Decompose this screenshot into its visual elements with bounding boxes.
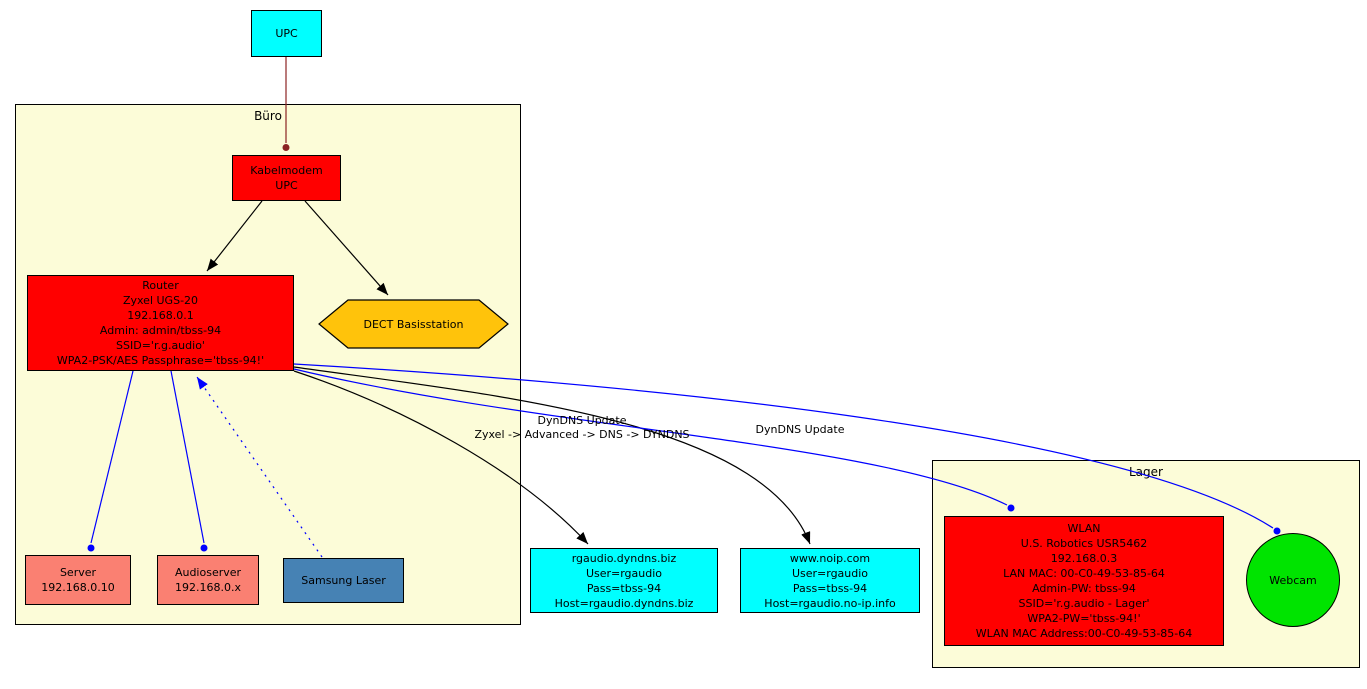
node-upc: UPC	[251, 10, 322, 57]
node-samsung-laser-label: Samsung Laser	[301, 574, 386, 587]
node-upc-label: UPC	[275, 27, 298, 40]
hexagon-shape	[318, 299, 509, 349]
edge-label-dyndns-update-noip: DynDNS Update	[755, 423, 845, 436]
node-dect-basisstation: DECT Basisstation	[318, 299, 509, 349]
cluster-buero-label: Büro	[254, 109, 282, 123]
cluster-lager-label: Lager	[1129, 465, 1163, 479]
node-webcam-label: Webcam	[1269, 573, 1317, 587]
node-samsung-laser: Samsung Laser	[283, 558, 404, 603]
node-dect-label: DECT Basisstation	[363, 317, 464, 331]
node-webcam: Webcam	[1246, 533, 1340, 627]
